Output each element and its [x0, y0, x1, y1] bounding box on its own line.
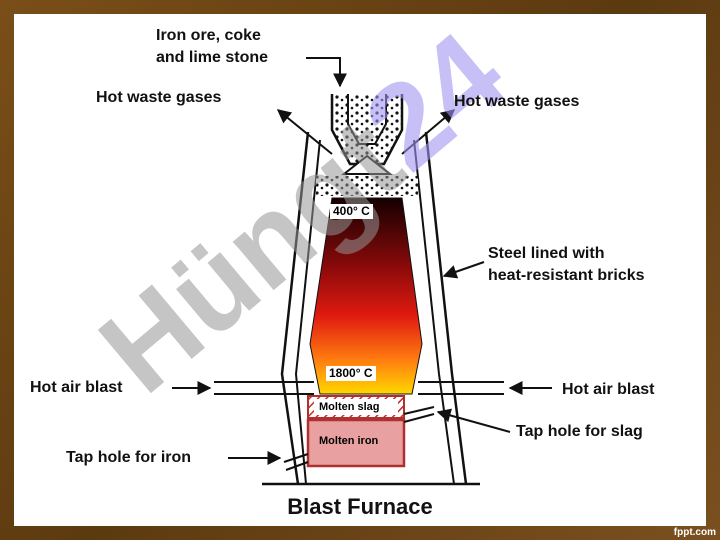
temp-top-label: 400° C: [330, 204, 373, 219]
iron-tap-hole: [283, 453, 309, 463]
furnace-outer-shell-right: [424, 131, 468, 485]
furnace-inner-shell-right: [413, 139, 455, 485]
label-tap-slag: Tap hole for slag: [516, 423, 643, 440]
label-tap-iron: Tap hole for iron: [66, 449, 192, 466]
slag-tap-hole-2: [403, 413, 435, 423]
label-charge-line-1: Iron ore, coke: [156, 27, 261, 44]
label-air-blast-right: Hot air blast: [562, 381, 655, 398]
furnace-outer-shell: [280, 131, 310, 485]
hopper-inner: [347, 94, 387, 145]
label-charge-line-2: and lime stone: [156, 49, 269, 66]
furnace-hot-zone: [309, 197, 423, 395]
temp-bottom-label: 1800° C: [326, 366, 376, 381]
hopper-bell: [341, 154, 393, 175]
waste-gas-right-arrow: [401, 109, 456, 155]
slag-label: Molten slag: [319, 401, 380, 413]
tap-slag-arrow: [436, 408, 511, 433]
diagram-title: Blast Furnace: [287, 494, 433, 519]
slag-tap-hole: [403, 406, 435, 415]
label-waste-gas-left: Hot waste gases: [96, 89, 222, 106]
iron-label: Molten iron: [319, 435, 379, 447]
blast-furnace-diagram: [172, 57, 552, 486]
label-lining-line-2: heat-resistant bricks: [488, 267, 645, 284]
waste-gas-left-arrow: [276, 109, 333, 155]
label-air-blast-left: Hot air blast: [30, 379, 123, 396]
lining-arrow: [442, 261, 485, 279]
iron-tap-hole-2: [285, 461, 309, 471]
slide: Hüngt24 Iron ore, coke and lime stone Ho…: [14, 7, 706, 526]
slag-label-box: [314, 399, 398, 415]
molten-iron-zone: [306, 418, 406, 468]
furnace-inner-shell-left: [294, 139, 321, 485]
brand-text: fppt.com: [673, 527, 716, 538]
charge-layer: [316, 176, 418, 196]
label-lining-line-1: Steel lined with: [488, 245, 605, 262]
label-waste-gas-right: Hot waste gases: [454, 93, 580, 110]
charge-arrow: [306, 57, 347, 88]
